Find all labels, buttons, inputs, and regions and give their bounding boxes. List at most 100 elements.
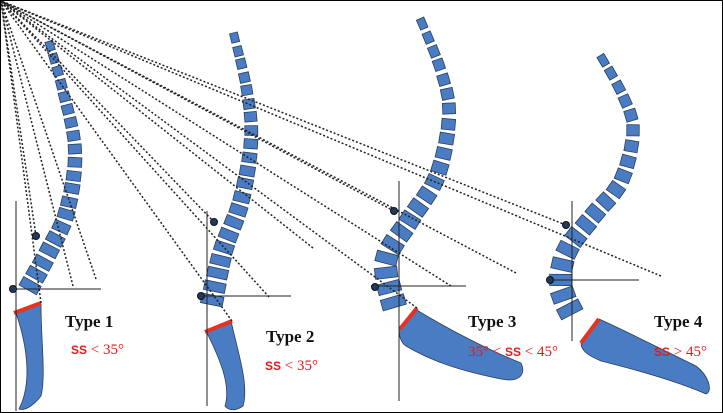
spine-type-1 [1,1,101,411]
vertebra [67,156,83,168]
vertebra [574,213,598,236]
vertebra [611,79,627,95]
sacral-endplate-line [13,301,42,315]
vertebra [431,57,447,73]
apex-point [197,292,205,300]
sacrum [398,308,524,381]
apex-point [371,283,379,291]
type-2-label-group: Type 2 SS < 35° [265,327,318,374]
type-3-label-group: Type 3 35° < SS < 45° [468,312,558,360]
spine-type-4 [1,1,710,395]
vertebra [415,185,438,206]
vertebra [65,169,82,183]
vertebra [550,256,575,273]
dotted-angle-line [1,1,233,322]
vertebra [57,90,72,104]
type-label: Type 3 [468,312,516,331]
vertebra [415,16,429,31]
vertebra [232,190,252,205]
dotted-angle-line [1,1,270,298]
sacral-endplate-line [204,319,233,334]
vertebra [438,131,456,146]
vertebra [603,65,619,81]
vertebra [619,153,637,170]
dotted-angle-line [1,1,74,287]
vertebra [626,124,640,137]
vertebra [243,138,259,150]
vertebra [406,197,430,218]
vertebra [44,39,56,53]
vertebra [212,239,236,256]
type-label: Type 2 [266,327,314,346]
vertebra [243,110,258,123]
apex-point [32,232,40,240]
vertebra [232,44,244,58]
vertebra [436,72,452,87]
ss-condition: SS > 45° [654,344,707,360]
vertebra [206,265,230,281]
vertebra [60,102,75,116]
vertebra [426,44,441,59]
vertebra [430,159,450,176]
vertebra [217,226,240,244]
vertebra [605,179,627,200]
vertebra [596,52,611,68]
vertebra [623,107,639,123]
sacral-endplate-line [579,317,601,345]
spine-type-3 [1,1,524,401]
vertebra [209,252,232,269]
apex-point [390,207,398,215]
ss-condition: 35° < SS < 45° [468,344,558,360]
vertebra [51,218,72,236]
vertebra [440,117,457,131]
type-1-label-group: Type 1 SS < 35° [65,312,124,358]
dotted-angle-line [1,1,517,274]
vertebra [63,116,79,129]
type-label: Type 1 [65,312,113,331]
ss-condition: SS < 35° [71,342,124,358]
dotted-angle-line [1,1,418,309]
dotted-angle-line [1,1,567,226]
vertebra [235,57,248,70]
vertebra [613,167,633,185]
vertebra [44,230,66,248]
vertebra [237,71,251,84]
vertebra [584,202,607,224]
vertebra [229,31,241,44]
vertebra [235,176,255,191]
sacral-endplate-line [398,306,419,331]
vertebra [238,164,257,178]
apex-point [9,285,17,293]
vertebra [434,145,453,161]
apex-point [562,221,570,229]
vertebra [202,279,227,295]
vertebra [617,93,633,109]
vertebra [67,143,83,155]
vertebra [66,129,81,142]
vertebra [240,83,254,97]
vertebra [376,278,403,297]
vertebra [56,206,76,222]
type-4-label-group: Type 4 SS > 45° [654,312,707,360]
vertebra [54,77,68,91]
vertebra [623,139,640,154]
vertebra [373,265,399,280]
sacrum [15,303,44,410]
vertebra [63,181,81,195]
vertebra [549,285,577,305]
type-label: Type 4 [654,312,703,331]
vertebra [374,249,399,267]
vertebra [439,86,455,101]
vertebra [51,64,64,78]
dotted-angle-line [1,1,97,280]
apex-point [546,276,554,284]
dotted-angle-line [1,1,42,304]
dotted-angle-line [1,1,395,212]
dotted-angle-line [1,1,662,277]
vertebra [441,102,457,115]
vertebra [595,191,617,213]
apex-point [210,218,218,226]
sacrum [580,318,710,395]
